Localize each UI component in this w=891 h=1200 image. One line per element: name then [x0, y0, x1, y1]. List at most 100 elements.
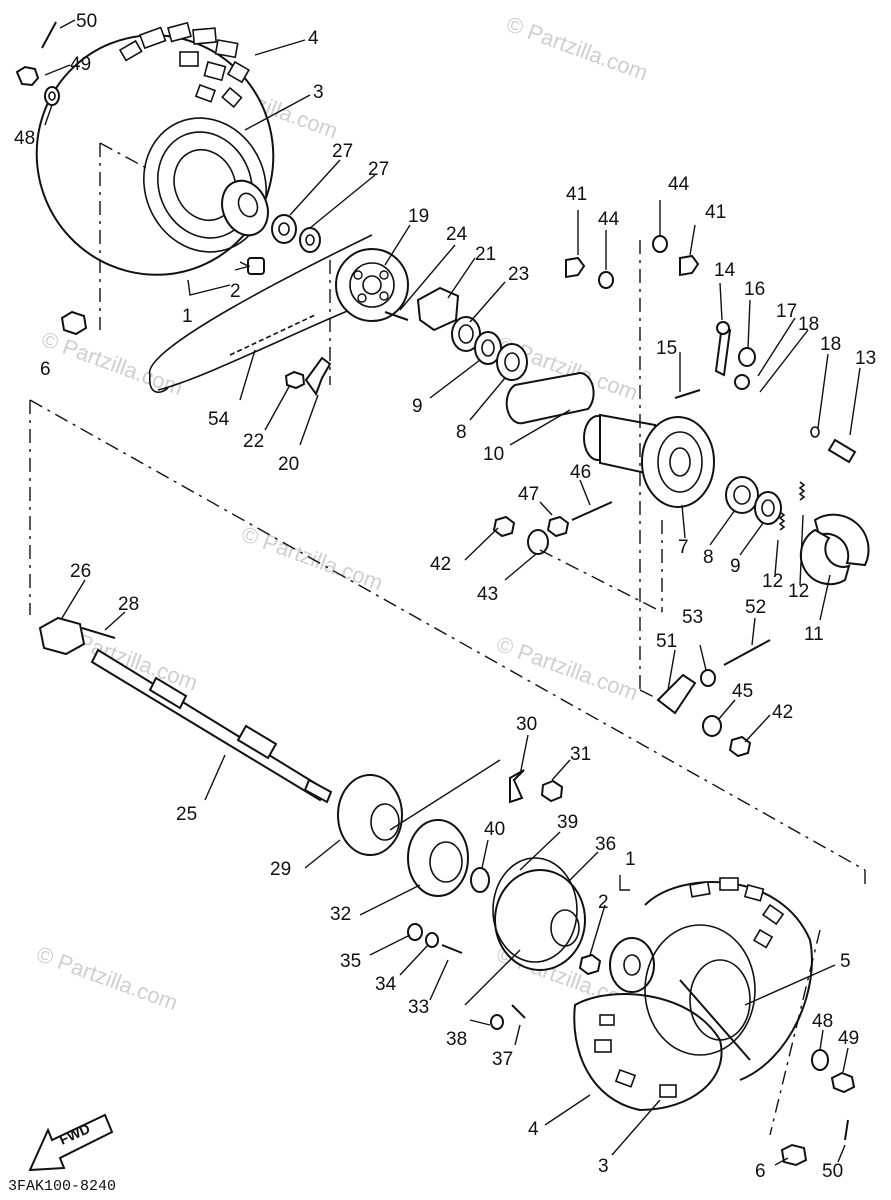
- bearing-27-b: [299, 227, 321, 253]
- washer-44-a: [598, 271, 614, 289]
- callout-label: 25: [176, 804, 197, 825]
- callout-label: 49: [838, 1028, 859, 1049]
- diagram-code: 3FAK100-8240: [8, 1178, 116, 1195]
- bolt-2-lower: [578, 953, 602, 976]
- wheel-rim-3-lower: [644, 924, 756, 1056]
- callout-label: 44: [598, 209, 620, 230]
- o-ring-39: [492, 857, 578, 963]
- bolt-15: [674, 389, 701, 399]
- spring-12-a: [778, 511, 786, 531]
- bolt-2-upper: [239, 257, 265, 275]
- callout-label: 46: [570, 462, 591, 483]
- callout-label: 15: [656, 338, 677, 359]
- washer-35: [407, 923, 423, 941]
- washer-17: [734, 374, 750, 390]
- watermark: © Partzilla.com: [38, 326, 186, 400]
- callout-label: 1: [182, 306, 193, 327]
- lower-hub-assembly: [337, 769, 655, 1030]
- nut-49-lower: [830, 1071, 856, 1094]
- stud-28: [81, 627, 116, 639]
- callout-label: 7: [678, 537, 689, 558]
- lock-washer-20: [304, 356, 332, 397]
- callout-label: 42: [772, 702, 793, 723]
- callout-label: 33: [408, 997, 429, 1018]
- callout-label: 12: [788, 581, 809, 602]
- tire-4-lower-outer: [644, 881, 813, 1081]
- callout-label: 48: [812, 1011, 833, 1032]
- callout-label: 34: [375, 974, 397, 995]
- callout-label: 23: [508, 264, 529, 285]
- callout-label: 42: [430, 554, 451, 575]
- washer-45: [702, 715, 722, 737]
- bolt-33: [441, 944, 463, 954]
- callout-label: 49: [70, 54, 91, 75]
- washer-44-b: [652, 235, 668, 253]
- callout-label: 4: [308, 28, 319, 49]
- callout-label: 44: [668, 174, 690, 195]
- callout-label: 53: [682, 607, 703, 628]
- bearing-8-lower: [725, 476, 759, 514]
- nut-49-upper: [15, 65, 40, 87]
- callout-label: 39: [557, 812, 578, 833]
- axle-assembly: [38, 616, 333, 804]
- bearing-27-a: [271, 214, 297, 244]
- callout-label: 5: [840, 951, 851, 972]
- axle-25: [90, 648, 328, 802]
- callout-label: 11: [804, 624, 824, 645]
- tire-tread: [118, 21, 250, 108]
- tire-tread-lower: [594, 877, 785, 1098]
- watermark: © Partzilla.com: [503, 11, 651, 85]
- watermark: © Partzilla.com: [33, 941, 181, 1015]
- callout-label: 4: [528, 1119, 539, 1140]
- callout-label: 21: [475, 244, 496, 265]
- axle-housing-assembly: [492, 235, 870, 586]
- callout-label: 43: [477, 584, 498, 605]
- callout-label: 24: [446, 224, 468, 245]
- callout-label: 47: [518, 484, 539, 505]
- nut-47: [546, 515, 570, 538]
- callout-label: 6: [755, 1161, 766, 1182]
- callout-label: 52: [745, 597, 766, 618]
- plate-21: [416, 286, 460, 332]
- washer-53: [700, 669, 716, 687]
- bolt-42-upper: [492, 515, 516, 538]
- callout-label: 28: [118, 594, 139, 615]
- callout-label: 32: [330, 904, 351, 925]
- washer-48-upper: [44, 86, 60, 106]
- callout-label: 18: [798, 314, 819, 335]
- nut-6-upper: [60, 310, 88, 336]
- callout-label: 3: [598, 1156, 609, 1177]
- spring-12-b: [798, 481, 806, 501]
- callout-label: 26: [70, 561, 91, 582]
- callout-label: 3: [313, 82, 324, 103]
- callout-label: 20: [278, 454, 299, 475]
- callout-label: 10: [483, 444, 504, 465]
- callout-label: 17: [776, 301, 797, 322]
- washer-48-lower: [811, 1049, 829, 1071]
- callout-label: 37: [492, 1049, 513, 1070]
- bolt-41-a: [565, 256, 586, 279]
- axle-housing-7-drum: [641, 416, 715, 508]
- collar-40: [470, 867, 490, 893]
- brake-arm-assembly: [656, 639, 771, 758]
- callout-label: 54: [208, 409, 230, 430]
- washer-34: [425, 932, 439, 948]
- callout-label: 48: [14, 128, 35, 149]
- callout-label: 38: [446, 1029, 467, 1050]
- callout-label: 50: [76, 11, 97, 32]
- callout-label: 2: [230, 281, 241, 302]
- callout-labels: 50 49 48 4 3 27 27 2 1 6 19 24 21 23 54 …: [14, 11, 876, 1182]
- callout-label: 31: [570, 744, 591, 765]
- callout-label: 40: [484, 819, 505, 840]
- brake-shoe-11: [813, 513, 870, 567]
- leader-lines: [44, 19, 861, 1166]
- callout-label: 9: [730, 556, 741, 577]
- chain-sprocket-assembly: [149, 234, 528, 397]
- callout-label: 1: [625, 849, 636, 870]
- callout-label: 22: [243, 431, 264, 452]
- nut-16: [738, 347, 756, 367]
- callout-label: 27: [368, 159, 389, 180]
- flange-26: [38, 616, 86, 656]
